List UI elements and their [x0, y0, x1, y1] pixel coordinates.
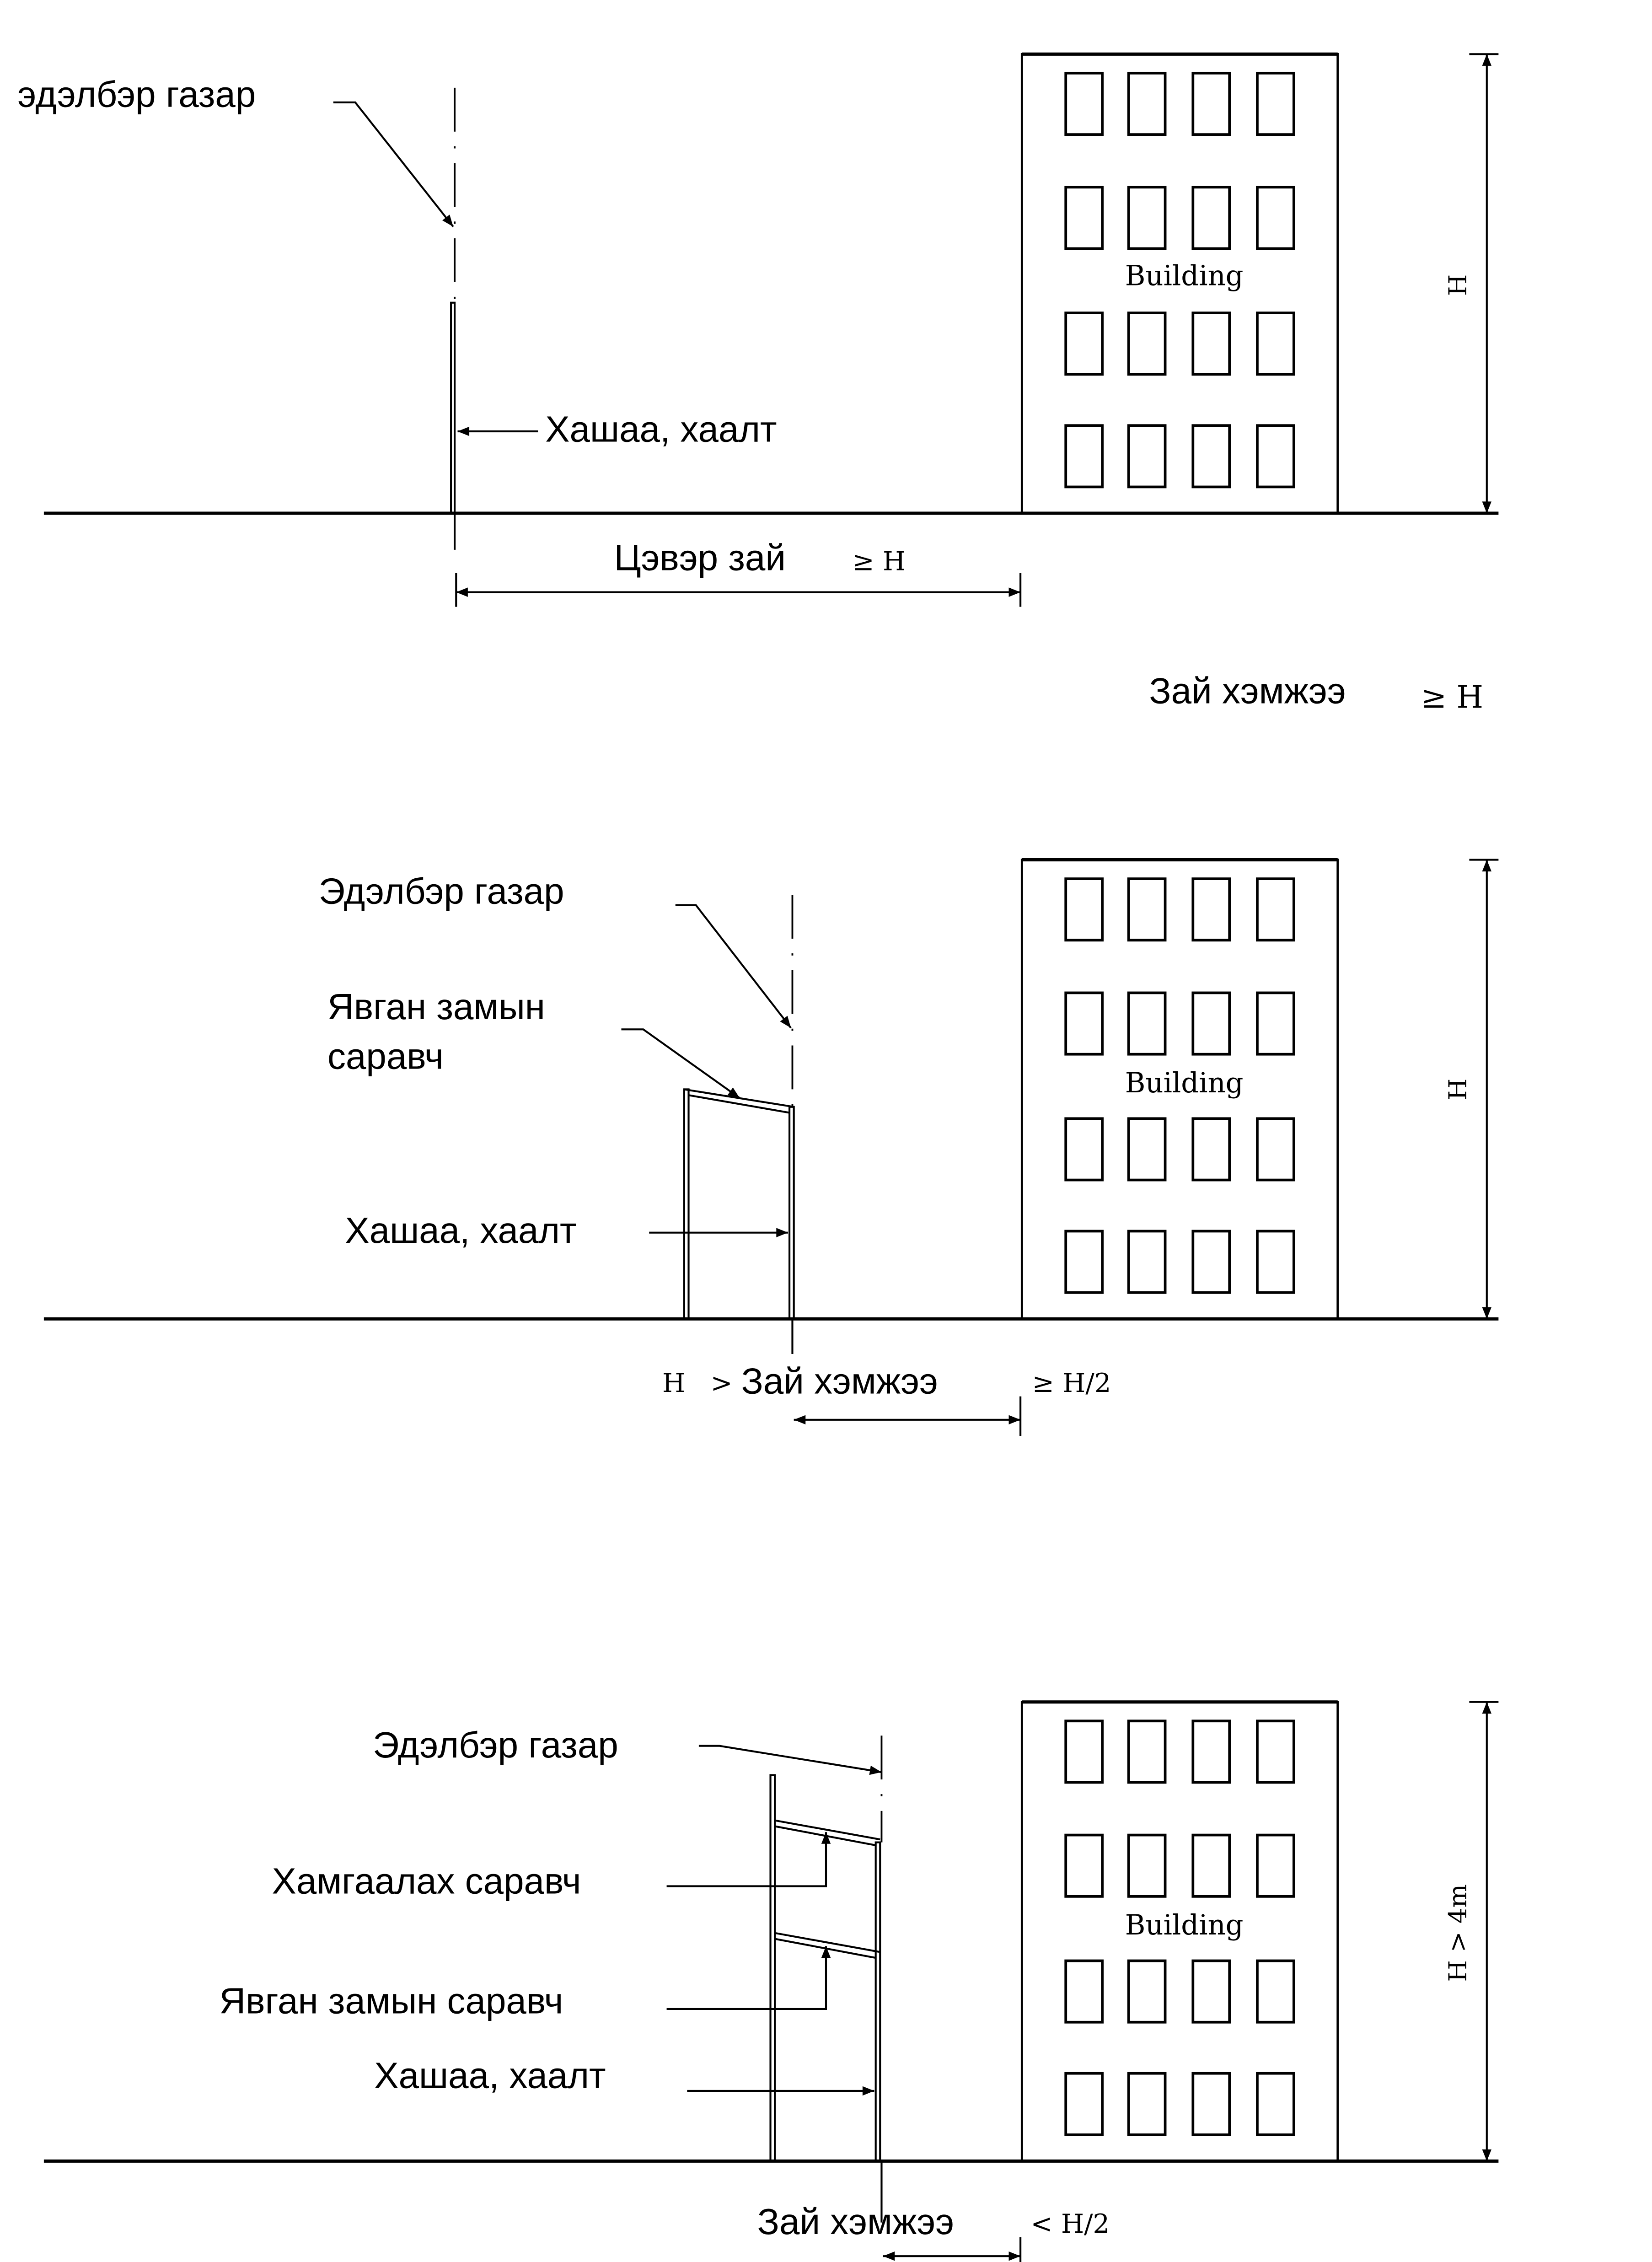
property-line-leader: [333, 101, 454, 227]
building-window: [1191, 312, 1231, 376]
building-window: [1256, 877, 1295, 942]
building-window: [1127, 2072, 1167, 2136]
building-window: [1256, 1230, 1295, 1294]
distance-condition: < H/2: [1031, 2208, 1110, 2239]
clearance-label: Цэвэр зай: [614, 537, 786, 578]
clearance-condition: ≥ H: [853, 546, 906, 577]
height-dimension: H > 4m: [1443, 1701, 1499, 2161]
building: [1020, 858, 1339, 1319]
building-window: [1064, 991, 1104, 1056]
property-line-leader: [675, 904, 792, 1029]
canopy-leader: [621, 1028, 740, 1099]
fence-label: Хашаа, хаалт: [545, 408, 777, 449]
distance-condition: ≥ H/2: [1032, 1368, 1111, 1398]
distance-label: Зай хэмжээ: [757, 2201, 954, 2242]
distance-caption: Зай хэмжээ: [1149, 671, 1346, 711]
building-window: [1064, 186, 1104, 250]
building-window: [1064, 1117, 1104, 1182]
building-window: [1256, 1719, 1295, 1784]
fence: [450, 301, 456, 515]
distance-dimension: [883, 2237, 1022, 2262]
clearance-dimension: [455, 573, 1022, 607]
building: [1020, 1700, 1339, 2161]
building-window: [1064, 1959, 1104, 2024]
building-label: Building: [1125, 1909, 1244, 1941]
distance-prefix: H: [662, 1368, 685, 1398]
building-label: Building: [1125, 1067, 1244, 1099]
building-window: [1191, 991, 1231, 1056]
building-window: [1127, 71, 1167, 136]
building-window: [1256, 1959, 1295, 2024]
canopy-label: Явган замын саравч: [219, 1981, 563, 2021]
distance-label: Зай хэмжээ: [741, 1360, 938, 1401]
building-window: [1191, 1959, 1231, 2024]
building-window: [1256, 312, 1295, 376]
building-window: [1191, 71, 1231, 136]
building-window: [1127, 186, 1167, 250]
building-window: [1256, 186, 1295, 250]
building-window: [1256, 1833, 1295, 1898]
building-window: [1191, 1117, 1231, 1182]
distance-dimension: [794, 1396, 1022, 1436]
property-line-label: Эдэлбэр газар: [319, 870, 564, 911]
building-window: [1127, 1833, 1167, 1898]
panel-3: Building H > 4m Эдэлбэр газар Хамгаалах …: [43, 1700, 1499, 2262]
building-window: [1127, 1959, 1167, 2024]
height-label: H > 4m: [1443, 1884, 1472, 1982]
height-dimension: H: [1443, 53, 1499, 513]
building-window: [1191, 1719, 1231, 1784]
building-window: [1064, 312, 1104, 376]
building-window: [1127, 424, 1167, 489]
building-window: [1064, 1230, 1104, 1294]
property-line-leader: [698, 1745, 882, 1775]
building-window: [1127, 1719, 1167, 1784]
fence-label: Хашаа, хаалт: [345, 1210, 576, 1251]
building-window: [1127, 877, 1167, 942]
distance-caption-condition: ≥ H: [1421, 679, 1483, 715]
building-window: [1064, 877, 1104, 942]
fence-with-canopy: [683, 1088, 795, 1320]
building-window: [1256, 2072, 1295, 2136]
building-window: [1064, 2072, 1104, 2136]
canopy-label: Явган замын: [327, 986, 545, 1027]
building-window: [1064, 71, 1104, 136]
building-window: [1191, 877, 1231, 942]
building-window: [1064, 1719, 1104, 1784]
height-label: H: [1443, 274, 1472, 296]
protective-canopy-label: Хамгаалах саравч: [272, 1860, 581, 1901]
building-window: [1127, 991, 1167, 1056]
building-window: [1127, 1230, 1167, 1294]
protective-canopy-leader: [666, 1832, 831, 1887]
canopy-label-line2: саравч: [327, 1036, 444, 1077]
height-dimension: H: [1443, 859, 1499, 1319]
building: [1020, 52, 1339, 513]
building-window: [1127, 1117, 1167, 1182]
panel-2: Building H Эдэлбэр газар Явган замын сар…: [43, 858, 1499, 1436]
property-line-label: Эдэлбэр газар: [373, 1725, 618, 1765]
fence-label: Хашаа, хаалт: [374, 2055, 606, 2096]
distance-prefix-op: >: [710, 1368, 732, 1398]
building-window: [1191, 2072, 1231, 2136]
building-window: [1256, 424, 1295, 489]
building-window: [1191, 1230, 1231, 1294]
property-line-label: эдэлбэр газар: [17, 74, 256, 114]
building-window: [1191, 186, 1231, 250]
building-window: [1127, 312, 1167, 376]
building-window: [1191, 1833, 1231, 1898]
building-window: [1191, 424, 1231, 489]
building-label: Building: [1125, 260, 1244, 292]
panel-1: Building H эдэлбэр газар Хашаа, хаалт Цэ…: [17, 52, 1499, 715]
canopy-leader: [666, 1946, 831, 2010]
building-window: [1256, 1117, 1295, 1182]
building-window: [1064, 424, 1104, 489]
building-window: [1064, 1833, 1104, 1898]
height-label: H: [1443, 1079, 1472, 1100]
building-window: [1256, 71, 1295, 136]
building-window: [1256, 991, 1295, 1056]
